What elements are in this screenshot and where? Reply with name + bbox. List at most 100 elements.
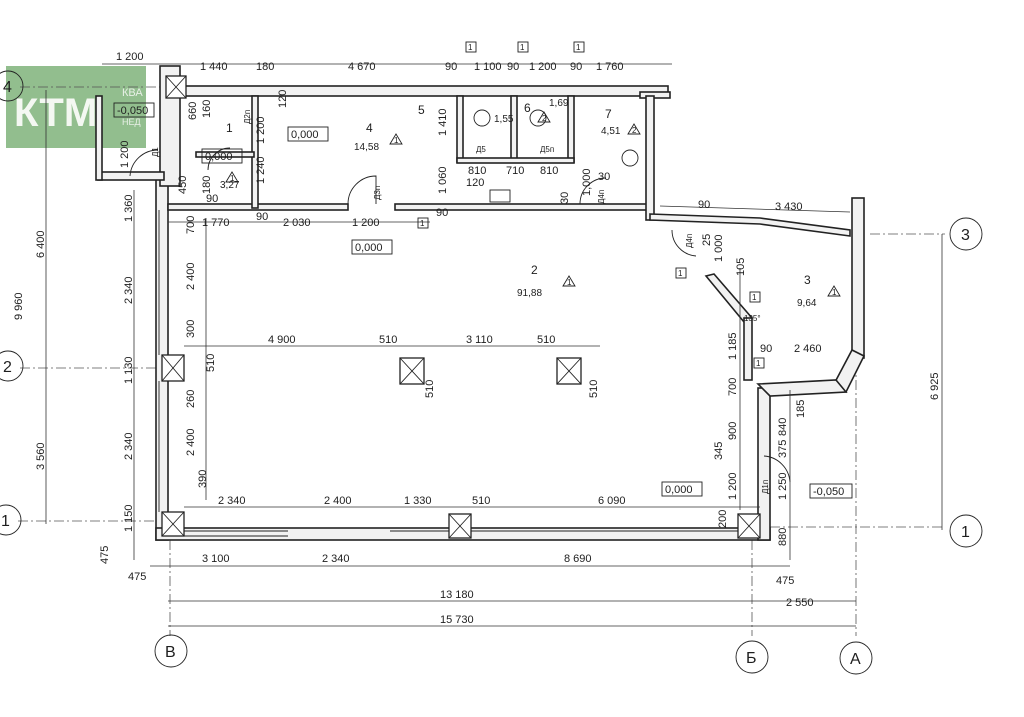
dimension-label: 13 180 <box>440 589 474 601</box>
dimension-label: 1 <box>394 136 399 145</box>
room-6-area: 1,69 <box>549 98 569 109</box>
dimension-label: 1 100 <box>474 61 502 73</box>
dimension-label: 25 <box>701 234 713 246</box>
room-7-area: 4,51 <box>601 126 621 137</box>
dimension-label: 510 <box>379 334 397 346</box>
dimension-label: 2 340 <box>123 432 135 460</box>
dimension-label: 180 <box>201 176 213 194</box>
room-3-number: 3 <box>804 273 811 287</box>
dimension-label: 660 <box>187 102 199 120</box>
dimension-label: 2 <box>542 114 547 123</box>
dimension-label: 510 <box>424 380 436 398</box>
dimension-label: 475 <box>776 575 794 587</box>
level-main: 0,000 <box>665 484 693 496</box>
axis-label-4: 4 <box>3 79 12 96</box>
logo-subtext-2: НЕД <box>122 117 141 127</box>
dimension-label: 1 000 <box>713 234 725 262</box>
dimension-label: 105 <box>735 258 747 276</box>
dimension-label: 1 200 <box>119 140 131 168</box>
dimension-label: 1 <box>756 359 761 368</box>
dimension-label: 120 <box>277 90 289 108</box>
dimension-label: 1 <box>420 219 425 228</box>
dimension-label: 6 090 <box>598 495 626 507</box>
dimension-label: 90 <box>256 211 268 223</box>
dimension-label: 710 <box>506 165 524 177</box>
dimension-label: 90 <box>698 199 710 211</box>
dimension-label: 1 200 <box>529 61 557 73</box>
room-5-area: 1,55 <box>494 114 514 125</box>
axis-label-v: В <box>165 644 176 661</box>
dimension-label: 1 <box>468 43 473 52</box>
door-d4p-b: Д4п <box>597 190 606 204</box>
dimension-label: 1,000 <box>581 168 593 196</box>
dimension-label: 900 <box>727 422 739 440</box>
room-labels: 1 3,27 2 91,88 3 9,64 4 14,58 5 1,55 6 1… <box>220 98 817 309</box>
room-2-area: 91,88 <box>517 288 542 299</box>
dimension-label: 90 <box>570 61 582 73</box>
axis-bubble-v <box>154 634 188 668</box>
dimension-label: 700 <box>185 216 197 234</box>
logo: КТМ КВА НЕД <box>6 66 146 148</box>
dimension-label: 1 200 <box>255 116 267 144</box>
dimension-label: 260 <box>185 390 197 408</box>
dimension-label: 6 400 <box>35 230 47 258</box>
dimension-label: 160 <box>201 100 213 118</box>
dimension-label: 510 <box>537 334 555 346</box>
dimension-label: 510 <box>205 354 217 372</box>
dimension-label: 90 <box>760 343 772 355</box>
dimension-label: 185 <box>795 400 807 418</box>
room-5-number: 5 <box>418 103 425 117</box>
dimension-label: 1 330 <box>404 495 432 507</box>
dimension-label: 1 <box>832 288 837 297</box>
dimension-label: 6 925 <box>929 372 941 400</box>
doors <box>129 109 791 483</box>
room-2-number: 2 <box>531 263 538 277</box>
axis-bubble-1-left <box>0 504 22 536</box>
dims-room-4: 120 1 240 1 410 1 060 <box>255 90 449 194</box>
dimension-label: 120 <box>466 177 484 189</box>
dimension-label: 510 <box>588 380 600 398</box>
level-room-1: 0,000 <box>205 151 233 163</box>
dimension-label: 1 200 <box>727 472 739 500</box>
dimension-label: 1 200 <box>116 51 144 63</box>
axis-bubble-4 <box>0 70 24 102</box>
axis-label-1-right: 1 <box>961 524 970 541</box>
dimension-label: 1 <box>752 293 757 302</box>
dimension-label: 90 <box>206 193 218 205</box>
dimension-label: 2 400 <box>185 262 197 290</box>
dims-right: 25 1 000 105 1 185 700 900 345 1 200 185… <box>701 234 941 546</box>
dimension-label: 1 060 <box>437 166 449 194</box>
dims-room-1: 1 200 660 1 200 450 180 160 <box>119 100 267 194</box>
dimension-label: 1 <box>230 174 235 183</box>
level-entry: -0,050 <box>117 105 148 117</box>
dimension-label: 2 340 <box>322 553 350 565</box>
axis-label-1-left: 1 <box>1 513 10 530</box>
dimension-label: 1 410 <box>437 108 449 136</box>
axis-bubbles: 4 2 1 3 1 В Б А <box>0 70 983 675</box>
dimension-label: 3 100 <box>202 553 230 565</box>
dimension-label: 700 <box>727 378 739 396</box>
dimension-label: 2 550 <box>786 597 814 609</box>
dimension-label: 9 960 <box>13 292 25 320</box>
axis-bubble-a <box>839 641 873 675</box>
dimension-lines <box>45 63 943 627</box>
dimension-label: 180 <box>256 61 274 73</box>
dims-upper-mid: 1 770 90 2 030 1 200 90 3 430 <box>202 199 803 229</box>
dims-left: 6 400 9 960 3 560 1 360 2 340 1 130 2 34… <box>13 194 217 564</box>
door-labels: Д1 Д1п Д2п Д3п Д4п Д4п Д5 Д5п <box>151 110 770 494</box>
room-3-area: 9,64 <box>797 298 817 309</box>
level-marks: -0,050 0,000 0,000 0,000 0,000 -0,050 <box>113 102 853 499</box>
level-room-4: 0,000 <box>291 129 319 141</box>
dimension-label: 2 340 <box>218 495 246 507</box>
dimension-label: 3 430 <box>775 201 803 213</box>
dimension-label: 450 <box>177 176 189 194</box>
level-right: -0,050 <box>813 486 844 498</box>
dimension-label: 510 <box>472 495 490 507</box>
axis-bubble-3 <box>949 217 983 251</box>
level-hall: 0,000 <box>355 242 383 254</box>
dimension-label: 1 <box>520 43 525 52</box>
axis-label-2: 2 <box>3 359 12 376</box>
dimension-label: 1 360 <box>123 194 135 222</box>
dimension-label: 300 <box>185 320 197 338</box>
